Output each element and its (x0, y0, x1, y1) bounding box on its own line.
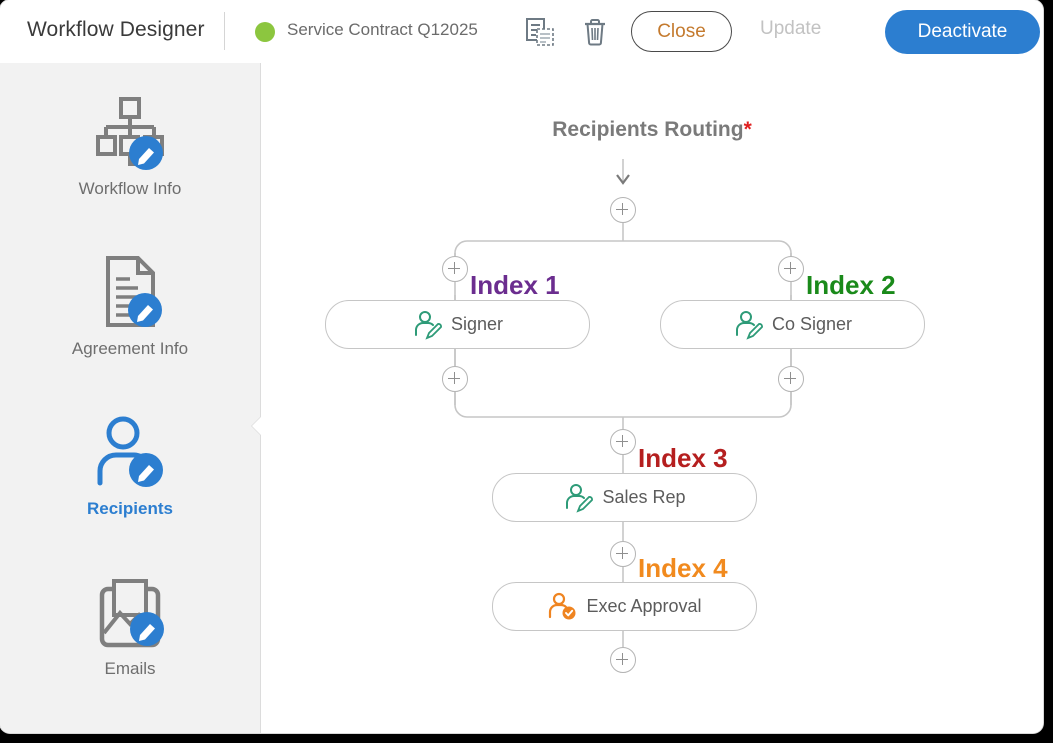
sidebar-item-label: Emails (104, 659, 156, 678)
signer-pen-icon (563, 483, 594, 513)
email-image-edit-icon (90, 573, 170, 655)
header-divider (224, 12, 225, 50)
workflow-designer-window: Workflow Designer Service Contract Q1202… (0, 0, 1043, 733)
approver-check-icon (547, 592, 577, 622)
index-label-2: Index 2 (806, 270, 896, 300)
recipient-node-salesrep[interactable]: Sales Rep (492, 473, 757, 522)
index-label-4: Index 4 (638, 553, 728, 583)
sidebar-item-recipients[interactable]: Recipients (0, 397, 260, 532)
sidebar-item-emails[interactable]: Emails (0, 557, 260, 692)
sidebar-item-workflow-info[interactable]: Workflow Info (0, 77, 260, 212)
signer-pen-icon (733, 310, 763, 340)
recipient-node-label: Co Signer (771, 314, 853, 334)
app-header: Workflow Designer Service Contract Q1202… (0, 0, 1043, 64)
flow-connectors (454, 159, 792, 647)
recipient-node-exec-approval[interactable]: Exec Approval (492, 582, 757, 631)
page-title: Workflow Designer (27, 18, 205, 41)
index-label-1: Index 1 (470, 270, 560, 300)
signer-pen-icon (412, 310, 442, 340)
org-chart-edit-icon (90, 93, 170, 175)
add-step-button-before-index3[interactable] (610, 429, 636, 455)
update-button[interactable]: Update (760, 18, 822, 39)
recipient-node-label: Sales Rep (602, 487, 686, 507)
person-edit-icon (90, 413, 170, 495)
required-marker: * (743, 118, 752, 141)
recipient-node-cosigner[interactable]: Co Signer (660, 300, 925, 349)
sidebar-item-agreement-info[interactable]: Agreement Info (0, 237, 260, 372)
add-step-button-start[interactable] (610, 197, 636, 223)
close-button[interactable]: Close (631, 11, 732, 52)
recipient-node-label: Signer (450, 314, 504, 334)
copy-document-icon[interactable] (523, 15, 557, 49)
add-step-button-branch1-bottom[interactable] (442, 366, 468, 392)
add-step-button-before-index4[interactable] (610, 541, 636, 567)
sidebar-item-label: Recipients (87, 499, 173, 518)
sidebar-item-label: Workflow Info (78, 179, 182, 198)
trash-icon[interactable] (578, 15, 612, 49)
index-label-3: Index 3 (638, 443, 728, 473)
recipient-node-signer[interactable]: Signer (325, 300, 590, 349)
add-step-button-branch1-top[interactable] (442, 256, 468, 282)
deactivate-button[interactable]: Deactivate (885, 10, 1040, 54)
canvas-title: Recipients Routing* (261, 118, 1043, 142)
document-name: Service Contract Q12025 (287, 20, 478, 39)
add-step-button-end[interactable] (610, 647, 636, 673)
recipient-node-label: Exec Approval (586, 596, 702, 616)
sidebar: Workflow Info Agreement Info (0, 63, 261, 733)
status-badge (255, 22, 275, 42)
add-step-button-branch2-top[interactable] (778, 256, 804, 282)
add-step-button-branch2-bottom[interactable] (778, 366, 804, 392)
workflow-canvas: Recipients Routing* (261, 63, 1043, 733)
canvas-title-text: Recipients Routing (552, 118, 744, 141)
sidebar-item-label: Agreement Info (71, 339, 189, 358)
document-edit-icon (90, 253, 170, 335)
